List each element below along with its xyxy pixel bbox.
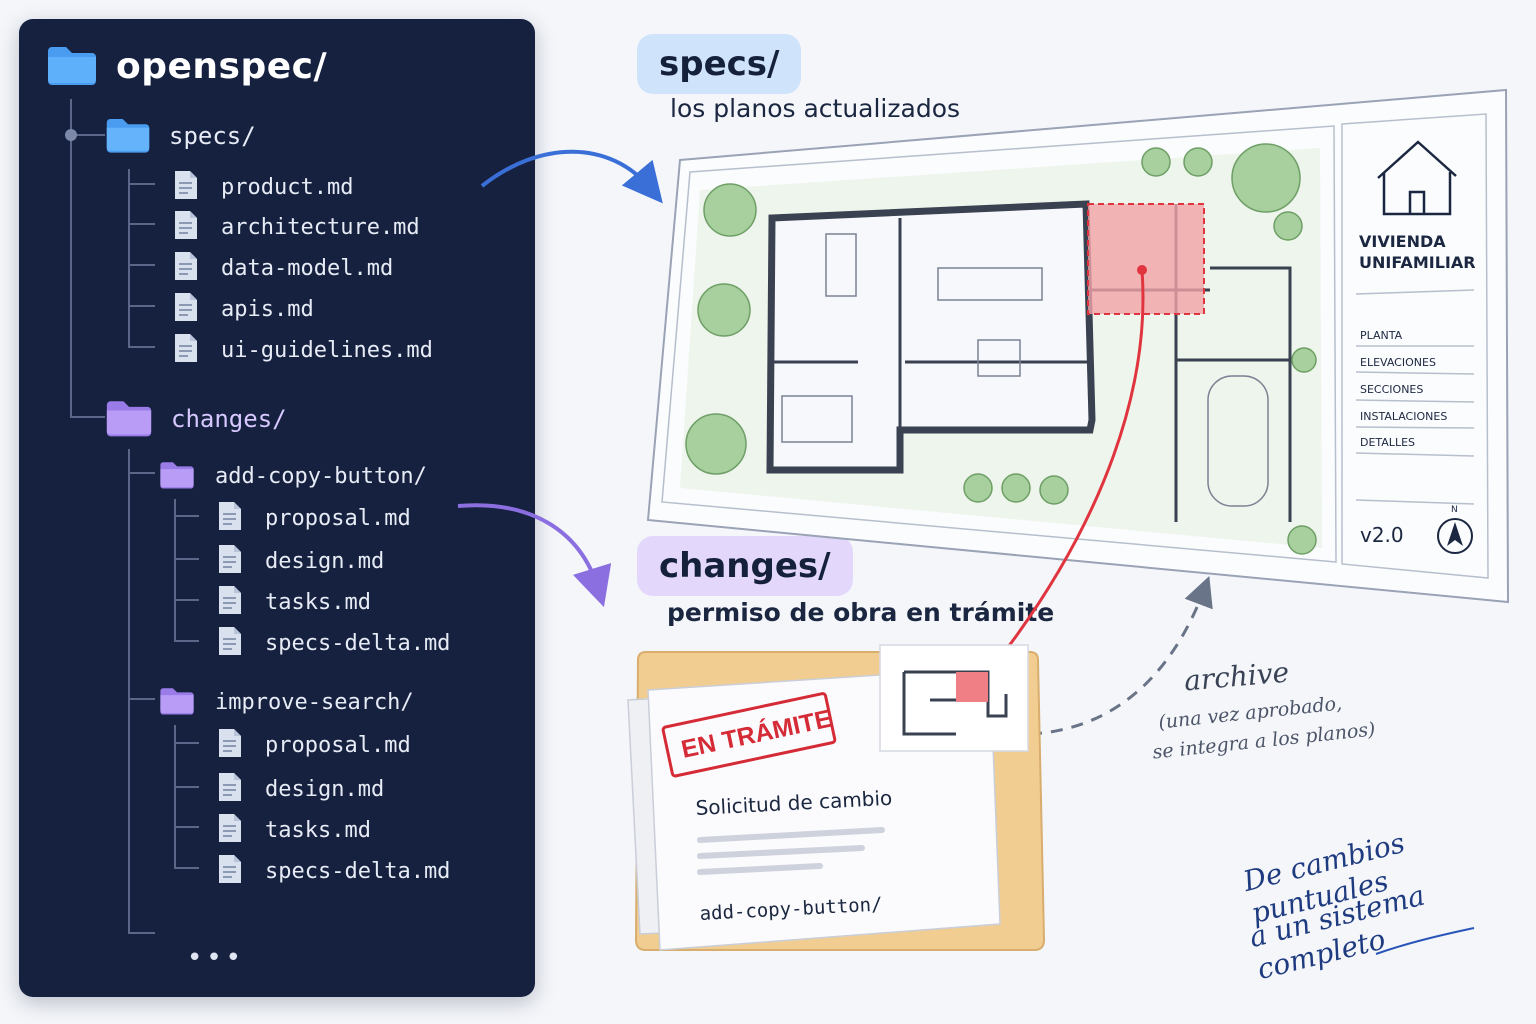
document-icon [173, 291, 199, 327]
file-item[interactable]: design.md [217, 771, 384, 807]
file-item[interactable]: proposal.md [217, 727, 411, 763]
file-label: architecture.md [221, 214, 420, 240]
folder-label: add-copy-button/ [215, 463, 427, 489]
file-label: proposal.md [265, 505, 411, 531]
request-folder-name: add-copy-button/ [699, 893, 883, 925]
file-tree-panel: openspec/ specs/ product.md architecture.… [19, 19, 535, 997]
tree-root-label: openspec/ [116, 45, 328, 87]
changed-room-highlight [1087, 203, 1205, 315]
file-item[interactable]: tasks.md [217, 584, 371, 620]
file-label: product.md [221, 174, 354, 200]
file-label: proposal.md [265, 732, 411, 758]
file-item[interactable]: product.md [173, 169, 353, 205]
more-ellipsis[interactable]: ••• [187, 943, 246, 973]
file-item[interactable]: design.md [217, 543, 384, 579]
file-item[interactable]: proposal.md [217, 500, 411, 536]
document-icon [217, 771, 243, 807]
document-icon [217, 625, 243, 661]
file-label: design.md [265, 548, 385, 574]
stamp-text: EN TRÁMITE [679, 704, 834, 764]
tree-folder-add-copy-button[interactable]: add-copy-button/ [159, 459, 427, 493]
file-label: specs-delta.md [265, 630, 451, 656]
house-icon [1377, 140, 1457, 216]
file-label: data-model.md [221, 255, 394, 281]
document-icon [173, 209, 199, 245]
titleblock-section: PLANTA [1360, 329, 1403, 342]
document-icon [217, 584, 243, 620]
folder-label: changes/ [171, 405, 287, 433]
folder-label: improve-search/ [215, 689, 414, 715]
request-title: Solicitud de cambio [695, 786, 893, 820]
document-icon [217, 853, 243, 889]
north-label: N [1451, 505, 1458, 515]
folder-icon [105, 115, 151, 157]
titleblock-section: INSTALACIONES [1360, 410, 1447, 423]
document-icon [217, 543, 243, 579]
file-item[interactable]: specs-delta.md [217, 853, 450, 889]
titleblock-line2: UNIFAMILIAR [1359, 253, 1476, 272]
file-item[interactable]: tasks.md [217, 812, 371, 848]
document-icon [217, 500, 243, 536]
tree-connector-lines [65, 99, 199, 934]
file-label: design.md [265, 776, 385, 802]
change-request-folder: EN TRÁMITE Solicitud de cambio add-copy-… [627, 644, 1046, 951]
document-icon [217, 812, 243, 848]
file-label: specs-delta.md [265, 858, 451, 884]
document-icon [217, 727, 243, 763]
file-label: tasks.md [265, 589, 371, 615]
file-item[interactable]: specs-delta.md [217, 625, 450, 661]
file-label: tasks.md [265, 817, 371, 843]
file-item[interactable]: data-model.md [173, 250, 393, 286]
file-item[interactable]: ui-guidelines.md [173, 332, 433, 368]
folder-icon [159, 685, 195, 719]
en-tramite-stamp: EN TRÁMITE [661, 692, 837, 778]
document-icon [173, 250, 199, 286]
file-label: ui-guidelines.md [221, 337, 433, 363]
titleblock-section: DETALLES [1360, 436, 1415, 449]
north-compass-icon: N [1437, 505, 1473, 554]
titleblock-line1: VIVIENDA [1359, 232, 1446, 251]
archive-note-title: archive [1182, 655, 1291, 698]
specs-callout-title: specs/ [637, 34, 802, 94]
document-icon [173, 169, 199, 205]
file-label: apis.md [221, 296, 314, 322]
document-icon [173, 332, 199, 368]
folder-icon [105, 397, 153, 441]
tree-folder-improve-search[interactable]: improve-search/ [159, 685, 414, 719]
folder-icon [159, 459, 195, 493]
changes-callout-title: changes/ [637, 536, 853, 596]
folder-label: specs/ [169, 122, 256, 150]
tree-root[interactable]: openspec/ [46, 43, 327, 89]
tree-folder-specs[interactable]: specs/ [105, 115, 256, 157]
titleblock-section: ELEVACIONES [1360, 356, 1436, 369]
tagline-underline [1375, 927, 1475, 955]
changes-callout-subtitle: permiso de obra en trámite [667, 598, 1055, 627]
titleblock-section: SECCIONES [1360, 383, 1423, 396]
file-item[interactable]: apis.md [173, 291, 314, 327]
version-label: v2.0 [1360, 523, 1404, 547]
file-item[interactable]: architecture.md [173, 209, 420, 245]
tree-folder-changes[interactable]: changes/ [105, 397, 287, 441]
folder-icon [46, 43, 98, 89]
specs-callout-subtitle: los planos actualizados [670, 94, 961, 123]
